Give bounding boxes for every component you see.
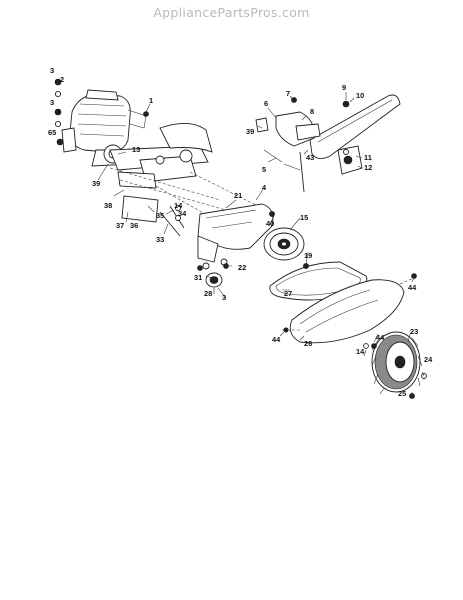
callout-11: 11 — [364, 153, 372, 162]
callout-3b: 3 — [50, 98, 54, 107]
watermark: AppliancePartsPros.com — [153, 5, 310, 20]
callout-4: 4 — [262, 183, 267, 192]
callout-27: 27 — [284, 289, 292, 298]
callout-30: 31 — [194, 273, 202, 282]
callout-44: 44 — [376, 333, 385, 342]
callout-39: 39 — [246, 127, 254, 136]
callout-15: 14 — [356, 347, 365, 356]
callout-13: 13 — [132, 145, 140, 154]
callout-2b: 2 — [56, 107, 60, 116]
lower-shield — [282, 277, 415, 344]
callout-23: 23 — [410, 327, 418, 336]
depth-bar — [255, 94, 401, 193]
callout-9: 9 — [342, 83, 346, 92]
callout-25: 25 — [398, 389, 406, 398]
callout-3: 3 — [50, 66, 54, 75]
callout-6: 6 — [264, 99, 268, 108]
callout-26: 26 — [304, 339, 312, 348]
callout-37: 39 — [92, 179, 100, 188]
callout-65: 65 — [48, 128, 56, 137]
callout-12: 12 — [364, 163, 372, 172]
callout-8: 8 — [310, 107, 314, 116]
callout-2: 2 — [60, 75, 64, 84]
callout-36: 38 — [104, 201, 112, 210]
callout-32: 34 — [178, 209, 187, 218]
callout-19: 19 — [304, 251, 312, 260]
callout-43: 43 — [306, 153, 314, 162]
frame-tine-shield — [109, 123, 271, 241]
belt-guard — [197, 203, 274, 270]
callout-35: 37 — [116, 221, 124, 230]
callout-38: 40 — [266, 219, 274, 228]
callout-40: 44 — [272, 335, 281, 344]
callout-31: 33 — [156, 235, 164, 244]
callout-28: 28 — [204, 289, 212, 298]
callout-40b: 44 — [408, 283, 417, 292]
callout-3c: 3 — [222, 293, 226, 302]
callout-labels: 3 2 3 2 65 1 13 39 38 37 36 35 14 34 33 … — [48, 66, 433, 398]
callout-1: 1 — [149, 96, 153, 105]
pulley — [263, 227, 305, 261]
leader-lines — [97, 92, 425, 394]
callout-16: 15 — [300, 213, 308, 222]
callout-21: 21 — [234, 191, 242, 200]
callout-24: 24 — [424, 355, 433, 364]
callout-10: 10 — [356, 91, 364, 100]
wheel — [363, 331, 427, 399]
fasteners — [54, 78, 417, 333]
callout-7: 7 — [286, 89, 290, 98]
callout-22: 22 — [238, 263, 246, 272]
callout-34: 36 — [130, 221, 138, 230]
callout-33: 35 — [156, 211, 164, 220]
small-pulley — [205, 272, 223, 288]
callout-5: 5 — [262, 165, 266, 174]
callout-14: 14 — [174, 201, 183, 210]
